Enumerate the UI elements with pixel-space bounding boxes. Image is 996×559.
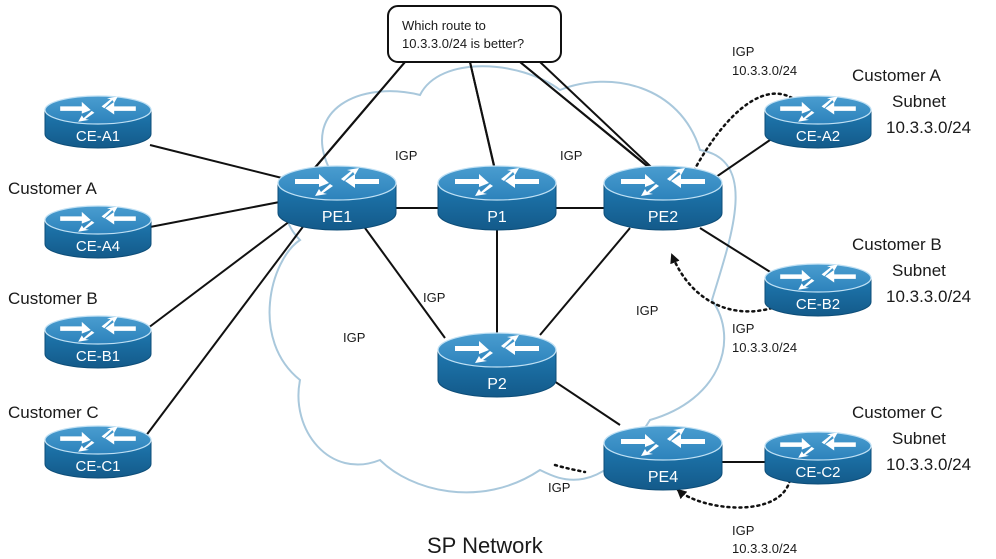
right-label-a-subnet: Subnet — [892, 92, 946, 111]
advert-b2-prefix: 10.3.3.0/24 — [732, 340, 797, 355]
callout-line1: Which route to — [402, 18, 486, 33]
advert-arrow-a2 — [688, 92, 794, 180]
link-cea4-pe1 — [149, 199, 291, 228]
router-ce-b1[interactable]: CE-B1 — [44, 315, 152, 369]
router-top — [764, 95, 872, 125]
router-label: PE4 — [648, 469, 678, 486]
igp-label-pe2-p2: IGP — [636, 303, 658, 318]
callout-arrow-pe1 — [301, 61, 406, 184]
igp-label-pe4-bottom: IGP — [548, 480, 570, 495]
router-ce-c1[interactable]: CE-C1 — [44, 425, 152, 479]
router-label: CE-C1 — [75, 458, 120, 475]
advert-dots-pe4 — [553, 463, 587, 474]
right-label-a: Customer A Subnet 10.3.3.0/24 — [852, 66, 971, 137]
right-label-a-prefix: 10.3.3.0/24 — [886, 118, 971, 137]
router-pe1[interactable]: PE1 — [277, 165, 397, 231]
advert-arrow-c2 — [676, 478, 792, 509]
router-label: PE1 — [322, 209, 352, 226]
right-label-b: Customer B Subnet 10.3.3.0/24 — [852, 235, 971, 306]
right-label-c-subnet: Subnet — [892, 429, 946, 448]
router-ce-b2[interactable]: CE-B2 — [764, 263, 872, 317]
advert-c2-prefix: 10.3.3.0/24 — [732, 541, 797, 556]
router-top — [437, 165, 557, 201]
right-label-c-customer: Customer C — [852, 403, 943, 422]
router-top — [44, 95, 152, 125]
right-label-b-subnet: Subnet — [892, 261, 946, 280]
router-ce-a4[interactable]: CE-A4 — [44, 205, 152, 259]
advert-a2-prefix: 10.3.3.0/24 — [732, 63, 797, 78]
right-label-b-prefix: 10.3.3.0/24 — [886, 287, 971, 306]
advert-b2-proto: IGP — [732, 321, 754, 336]
callout-arrowheads — [301, 61, 666, 184]
router-label: CE-B1 — [76, 348, 120, 365]
router-top — [44, 425, 152, 455]
router-label: CE-B2 — [796, 296, 840, 313]
router-top — [764, 431, 872, 461]
link-cec1-pe1 — [144, 219, 309, 438]
router-arrows-icon — [60, 206, 136, 232]
sp-network-label: SP Network — [427, 533, 544, 558]
router-ce-a2[interactable]: CE-A2 — [764, 95, 872, 149]
router-arrows-icon — [60, 96, 136, 122]
router-label: CE-A1 — [76, 128, 120, 145]
advert-c2-proto: IGP — [732, 523, 754, 538]
right-label-c-prefix: 10.3.3.0/24 — [886, 455, 971, 474]
router-p2[interactable]: P2 — [437, 332, 557, 398]
router-top — [603, 165, 723, 201]
router-label: P1 — [487, 209, 507, 226]
link-pe1-p2 — [364, 227, 446, 339]
igp-label-pe1-p2: IGP — [423, 290, 445, 305]
sp-network-cloud — [268, 65, 737, 494]
router-arrows-icon — [455, 335, 539, 363]
router-label: P2 — [487, 376, 507, 393]
router-pe2[interactable]: PE2 — [603, 165, 723, 231]
router-p1[interactable]: P1 — [437, 165, 557, 231]
router-arrows-icon — [780, 264, 856, 290]
igp-label-cloud-left: IGP — [343, 330, 365, 345]
router-label: PE2 — [648, 209, 678, 226]
link-cea1-pe1 — [149, 144, 291, 181]
link-pe2-ceb2 — [699, 227, 776, 276]
router-arrows-icon — [780, 432, 856, 458]
router-arrows-icon — [455, 168, 539, 196]
left-label-customer-c: Customer C — [8, 403, 99, 422]
router-arrows-icon — [780, 96, 856, 122]
callout-arrow-pe2 — [519, 61, 666, 182]
callout-line2: 10.3.3.0/24 is better? — [402, 36, 524, 51]
left-label-customer-a: Customer A — [8, 179, 97, 198]
link-pe2-p2 — [539, 227, 631, 336]
advert-arrow-b2 — [670, 253, 774, 313]
router-ce-c2[interactable]: CE-C2 — [764, 431, 872, 485]
link-ceb1-pe1 — [147, 214, 299, 329]
router-top — [603, 425, 723, 461]
router-top — [44, 315, 152, 345]
callout-arrow-p1 — [469, 61, 500, 177]
igp-label-p1-pe2: IGP — [560, 148, 582, 163]
router-top — [44, 205, 152, 235]
router-top — [277, 165, 397, 201]
router-pe4[interactable]: PE4 — [603, 425, 723, 491]
callout-box: Which route to 10.3.3.0/24 is better? — [387, 5, 562, 63]
link-p2-pe4 — [544, 374, 621, 426]
router-arrows-icon — [60, 316, 136, 342]
router-top — [437, 332, 557, 368]
links — [144, 61, 776, 463]
router-top — [764, 263, 872, 293]
left-label-customer-b: Customer B — [8, 289, 98, 308]
router-label: CE-C2 — [795, 464, 840, 481]
router-arrows-icon — [295, 168, 379, 196]
router-ce-a1[interactable]: CE-A1 — [44, 95, 152, 149]
right-label-a-customer: Customer A — [852, 66, 941, 85]
router-arrows-icon — [621, 168, 705, 196]
right-label-c: Customer C Subnet 10.3.3.0/24 — [852, 403, 971, 474]
router-label: CE-A4 — [76, 238, 120, 255]
right-label-b-customer: Customer B — [852, 235, 942, 254]
callout-line-pe2-a — [539, 61, 668, 183]
advert-a2-proto: IGP — [732, 44, 754, 59]
igp-label-pe1-p1: IGP — [395, 148, 417, 163]
router-arrows-icon — [60, 426, 136, 452]
router-label: CE-A2 — [796, 128, 840, 145]
router-arrows-icon — [621, 428, 705, 456]
